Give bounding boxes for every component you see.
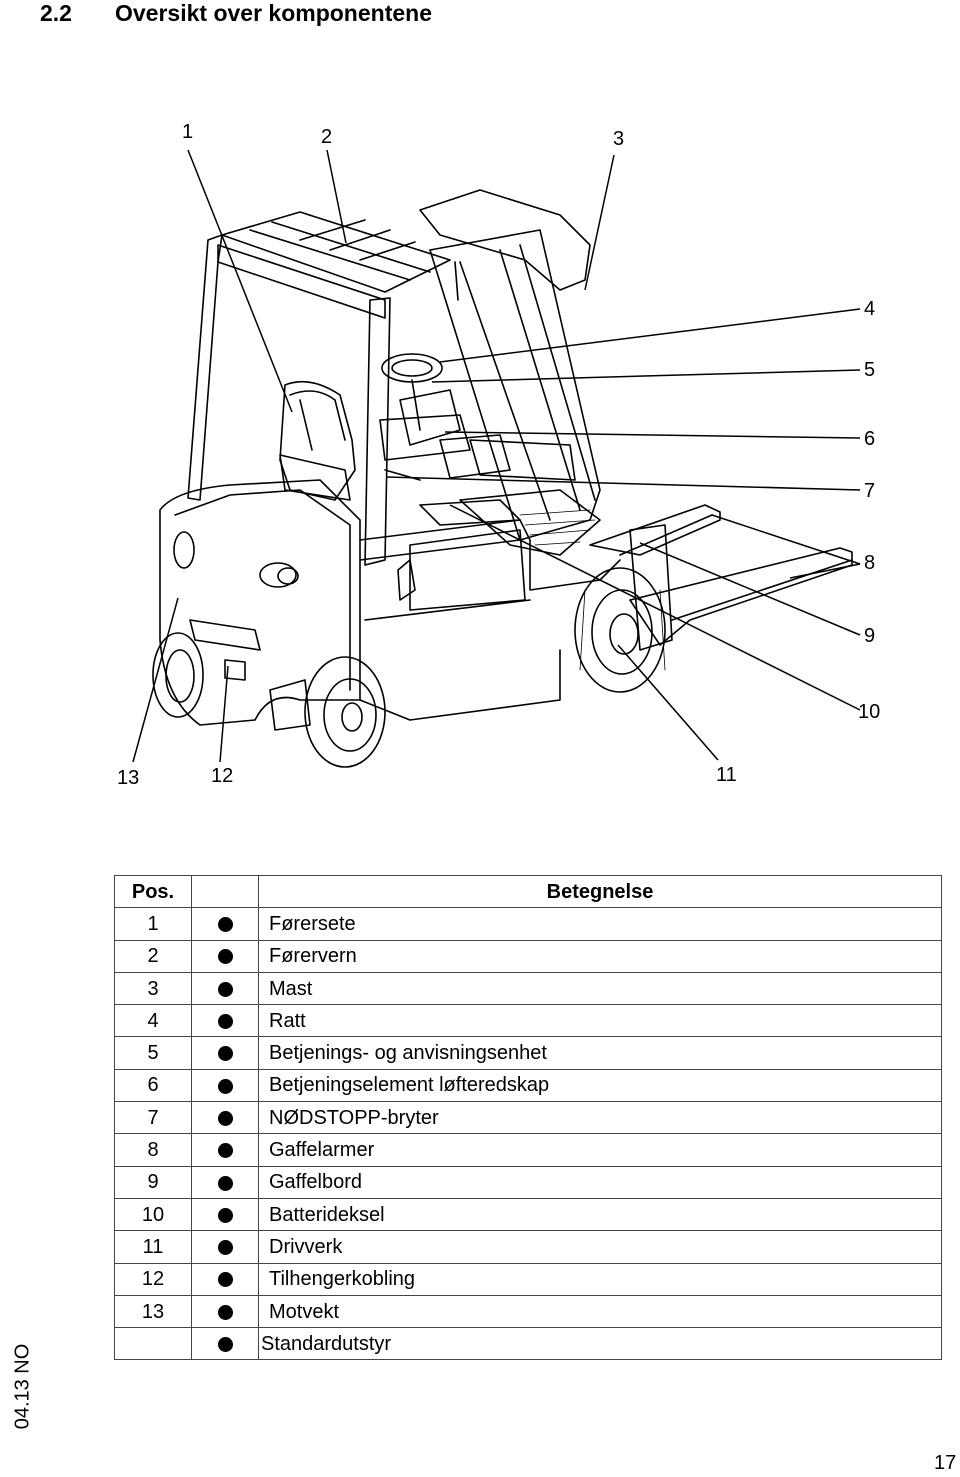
row-pos: 6 [114, 1068, 192, 1103]
table-row: 8 Gaffelarmer [114, 1133, 942, 1167]
standard-equipment-dot-icon [191, 907, 259, 941]
row-pos: 13 [114, 1294, 192, 1329]
row-description: Ratt [258, 1004, 942, 1038]
standard-equipment-dot-icon [191, 1004, 259, 1038]
row-pos: 12 [114, 1262, 192, 1296]
row-description: Betjeningselement løfteredskap [258, 1068, 942, 1103]
callout-13: 13 [117, 767, 140, 789]
standard-equipment-dot-icon [191, 1068, 259, 1103]
mast [419, 189, 673, 651]
section-heading: 2.2 Oversikt over komponentene [40, 0, 432, 27]
callout-5: 5 [864, 359, 876, 381]
component-legend-table: Pos. Betegnelse 1 Førersete 2 Førervern 3 Mas… [114, 874, 942, 1361]
axle-parts [269, 679, 311, 731]
overhead-guard [187, 211, 459, 566]
table-row: 12 Tilhengerkobling [114, 1262, 942, 1296]
driver-seat [279, 380, 356, 501]
table-row: 6 Betjeningselement løfteredskap [114, 1068, 942, 1103]
footnote-text: Standardutstyr [258, 1327, 942, 1361]
forklift-illustration [132, 149, 861, 768]
table-row: 4 Ratt [114, 1004, 942, 1038]
standard-equipment-dot-icon [191, 1101, 259, 1135]
row-description: Tilhengerkobling [258, 1262, 942, 1296]
row-pos: 7 [114, 1101, 192, 1135]
row-pos: 10 [114, 1197, 192, 1232]
fork-arms [589, 504, 853, 646]
standard-equipment-dot-icon [191, 1197, 259, 1232]
row-description: NØDSTOPP-bryter [258, 1101, 942, 1135]
legend-header-row: Pos. Betegnelse [114, 874, 942, 909]
table-row: 11 Drivverk [114, 1230, 942, 1264]
document-code: 04.13 NO [11, 1343, 34, 1430]
callout-9: 9 [864, 625, 876, 647]
page-number: 17 [934, 1452, 957, 1474]
row-description: Motvekt [258, 1294, 942, 1329]
standard-equipment-dot-icon [191, 971, 259, 1006]
callout-10: 10 [858, 701, 881, 723]
header-description: Betegnelse [258, 874, 942, 909]
control-unit [379, 389, 576, 481]
table-row: 10 Batterideksel [114, 1197, 942, 1232]
standard-equipment-dot-icon [191, 1327, 259, 1361]
row-description: Batterideksel [258, 1197, 942, 1232]
table-row: 5 Betjenings- og anvisningsenhet [114, 1036, 942, 1070]
legend-footnote-row: Standardutstyr [114, 1327, 942, 1361]
row-description: Gaffelarmer [258, 1133, 942, 1167]
row-pos: 1 [114, 907, 192, 941]
callout-8: 8 [864, 552, 876, 574]
callout-1: 1 [182, 121, 194, 143]
rear-wheel-left [152, 632, 204, 718]
footnote-pos-cell [114, 1327, 192, 1361]
callout-11: 11 [716, 764, 737, 786]
row-description: Betjenings- og anvisningsenhet [258, 1036, 942, 1070]
callout-12: 12 [211, 765, 234, 787]
truck-body [159, 479, 621, 726]
table-row: 3 Mast [114, 971, 942, 1006]
standard-equipment-dot-icon [191, 1036, 259, 1070]
row-pos: 4 [114, 1004, 192, 1038]
standard-equipment-dot-icon [191, 1294, 259, 1329]
section-number: 2.2 [40, 0, 72, 26]
row-description: Drivverk [258, 1230, 942, 1264]
callout-7: 7 [864, 480, 876, 502]
leader-lines [132, 149, 861, 763]
row-description: Gaffelbord [258, 1165, 942, 1199]
header-marker [191, 874, 259, 909]
section-title: Oversikt over komponentene [115, 0, 432, 26]
drive-wheel [574, 567, 666, 693]
row-pos: 9 [114, 1165, 192, 1199]
row-pos: 2 [114, 939, 192, 973]
callout-3: 3 [613, 128, 625, 150]
table-row: 1 Førersete [114, 907, 942, 941]
callout-2: 2 [321, 126, 333, 148]
callout-4: 4 [864, 298, 876, 320]
row-pos: 3 [114, 971, 192, 1006]
row-description: Førersete [258, 907, 942, 941]
standard-equipment-dot-icon [191, 1133, 259, 1167]
table-row: 7 NØDSTOPP-bryter [114, 1101, 942, 1135]
standard-equipment-dot-icon [191, 1230, 259, 1264]
table-row: 13 Motvekt [114, 1294, 942, 1329]
standard-equipment-dot-icon [191, 1262, 259, 1296]
steering-wheel [381, 353, 443, 431]
row-pos: 8 [114, 1133, 192, 1167]
standard-equipment-dot-icon [191, 939, 259, 973]
row-description: Mast [258, 971, 942, 1006]
row-pos: 5 [114, 1036, 192, 1070]
standard-equipment-dot-icon [191, 1165, 259, 1199]
callout-6: 6 [864, 428, 876, 450]
row-description: Førervern [258, 939, 942, 973]
table-row: 9 Gaffelbord [114, 1165, 942, 1199]
row-pos: 11 [114, 1230, 192, 1264]
header-pos: Pos. [114, 874, 192, 909]
table-row: 2 Førervern [114, 939, 942, 973]
rear-wheel-right [304, 656, 386, 768]
